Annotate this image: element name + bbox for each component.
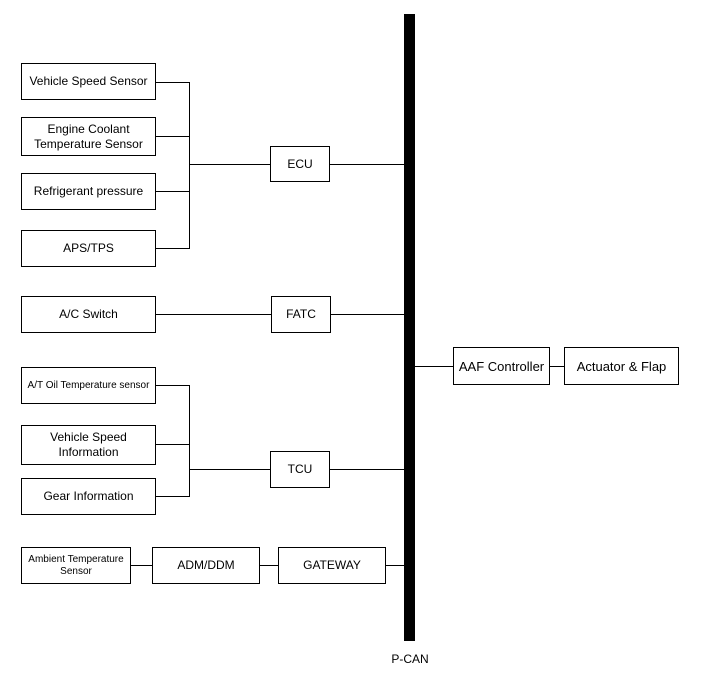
wire-trunk-to-tcu: [189, 469, 270, 470]
p-can-label: P-CAN: [391, 652, 429, 666]
refrigerant-pressure-box: Refrigerant pressure: [21, 173, 156, 210]
engine-coolant-label-line2: Temperature Sensor: [34, 136, 143, 151]
wire-tcu-trunk: [189, 385, 190, 497]
gear-information-box: Gear Information: [21, 478, 156, 515]
wire-oiltemp-to-trunk: [155, 385, 189, 386]
ambient-label-line1: Ambient Temperature: [28, 553, 124, 565]
vehicle-speed-info-line1: Vehicle Speed: [50, 430, 127, 444]
ambient-label-line2: Sensor: [60, 565, 92, 577]
wire-gear-to-trunk: [155, 496, 189, 497]
ac-switch-box: A/C Switch: [21, 296, 156, 333]
tcu-label: TCU: [287, 462, 313, 476]
vehicle-speed-info-box: Vehicle Speed Information: [21, 425, 156, 465]
wire-adm-to-gateway: [259, 565, 278, 566]
wire-tcu-to-bus: [329, 469, 405, 470]
vehicle-speed-sensor-box: Vehicle Speed Sensor: [21, 63, 156, 100]
aaf-controller-label: AAF Controller: [458, 358, 545, 374]
gateway-box: GATEWAY: [278, 547, 386, 584]
gateway-label: GATEWAY: [303, 558, 361, 572]
wire-vsinfo-to-trunk: [155, 444, 189, 445]
at-oil-temp-label: A/T Oil Temperature sensor: [27, 379, 150, 391]
adm-ddm-box: ADM/DDM: [152, 547, 260, 584]
wire-aaf-to-actuator: [549, 366, 564, 367]
wire-gateway-to-bus: [385, 565, 405, 566]
wire-aps-to-trunk: [155, 248, 189, 249]
wire-vss-to-trunk: [155, 82, 189, 83]
ecu-label: ECU: [287, 156, 313, 171]
engine-coolant-label-line1: Engine Coolant: [47, 121, 130, 136]
p-can-bus: [404, 14, 415, 641]
tcu-box: TCU: [270, 451, 330, 488]
ac-switch-label: A/C Switch: [59, 307, 118, 321]
wire-ambient-to-adm: [130, 565, 152, 566]
fatc-box: FATC: [271, 296, 331, 333]
wire-fatc-to-bus: [330, 314, 405, 315]
aps-tps-label: APS/TPS: [63, 241, 114, 255]
actuator-flap-label: Actuator & Flap: [576, 358, 667, 374]
aaf-controller-box: AAF Controller: [453, 347, 550, 385]
wire-coolant-to-trunk: [155, 136, 189, 137]
fatc-label: FATC: [286, 307, 316, 321]
ecu-box: ECU: [270, 146, 330, 182]
wire-ecu-trunk: [189, 82, 190, 249]
wire-acswitch-to-fatc: [155, 314, 271, 315]
ambient-temp-sensor-box: Ambient Temperature Sensor: [21, 547, 131, 584]
wire-trunk-to-ecu: [189, 164, 270, 165]
gear-information-label: Gear Information: [43, 489, 134, 503]
at-oil-temp-sensor-box: A/T Oil Temperature sensor: [21, 367, 156, 404]
wire-refrigerant-to-trunk: [155, 191, 189, 192]
vehicle-speed-sensor-label: Vehicle Speed Sensor: [29, 74, 148, 88]
aps-tps-box: APS/TPS: [21, 230, 156, 267]
refrigerant-pressure-label: Refrigerant pressure: [33, 184, 144, 198]
actuator-flap-box: Actuator & Flap: [564, 347, 679, 385]
adm-ddm-label: ADM/DDM: [177, 558, 235, 572]
vehicle-speed-info-line2: Information: [58, 445, 119, 459]
wire-bus-to-aaf: [415, 366, 453, 367]
wire-ecu-to-bus: [329, 164, 405, 165]
engine-coolant-sensor-box: Engine Coolant Temperature Sensor: [21, 117, 156, 156]
